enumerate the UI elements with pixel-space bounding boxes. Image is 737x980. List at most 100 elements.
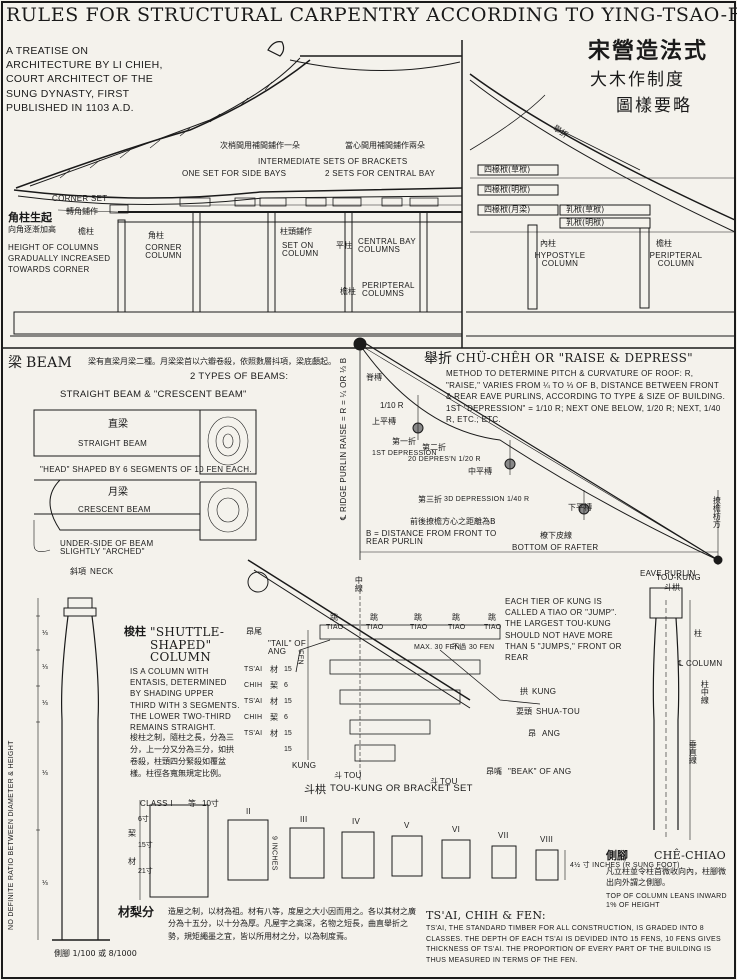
beam-head-note: "Head" shaped by 6 segments of 10 fen ea… bbox=[40, 465, 252, 474]
side-cjk-1: 柱中線 bbox=[700, 680, 710, 704]
beam-title: Beam bbox=[26, 355, 73, 371]
toukung-tiao-4: Tiao bbox=[448, 624, 466, 631]
class-roman-5: V bbox=[404, 821, 410, 830]
elev-peripteral-cjk: 檐柱 bbox=[340, 287, 356, 296]
elev-intermediate-label: Intermediate sets of brackets bbox=[258, 157, 408, 166]
toukung-tiao-cjk-4: 跳 bbox=[452, 613, 460, 622]
shuttle-third-1: ⅓ bbox=[42, 630, 48, 637]
toukung-kung-cjk: 拱 bbox=[520, 687, 528, 696]
raise-rafter-label: Bottom of rafter bbox=[512, 543, 599, 552]
raise-eave-label: Eave purlin bbox=[640, 569, 696, 578]
section-beam-label-4: 乳栿(明栿) bbox=[566, 218, 605, 227]
toukung-tiao-cjk-1: 跳 bbox=[330, 613, 338, 622]
toukung-side-cjk-1: 材 bbox=[270, 665, 278, 674]
shuttle-column-drawing bbox=[36, 597, 110, 941]
beam-neck-cjk: 斜項 bbox=[70, 567, 86, 576]
class-label: Class I bbox=[140, 799, 173, 808]
elev-cjk-side-bay: 次梢間用補間鋪作一朵 bbox=[220, 141, 300, 150]
toukung-height-1: 15 bbox=[284, 666, 292, 673]
toukung-side-3: Ts'ai bbox=[244, 698, 263, 705]
elev-set-on-label: Set on column bbox=[282, 241, 319, 259]
beam-crescent-label: Crescent beam bbox=[78, 505, 151, 514]
class-size-1: 6寸 bbox=[138, 816, 149, 823]
raise-r-tenth: 1/10 R bbox=[380, 401, 404, 410]
section-peripteral-cjk: 檐柱 bbox=[656, 239, 672, 248]
toukung-height-5: 15 bbox=[284, 730, 292, 737]
elevation-drawing bbox=[10, 41, 463, 337]
toukung-side-cjk-3: 材 bbox=[270, 697, 278, 706]
elev-corner-cjk: 轉角鋪作 bbox=[66, 207, 98, 216]
toukung-drawing bbox=[247, 559, 541, 780]
raise-second-cjk: 第二折 bbox=[422, 443, 446, 452]
chinese-subtitle-2: 圖樣要略 bbox=[616, 96, 692, 116]
toukung-shua-cjk: 耍頭 bbox=[516, 707, 532, 716]
toukung-caption-cjk: 斗栱 bbox=[304, 783, 326, 796]
side-cjk-note: 凡立柱並令柱首微收向內，柱腳微出向外謂之側腳。 bbox=[606, 867, 726, 888]
beam-title-cjk: 梁 bbox=[8, 355, 22, 371]
class-ts-cjk: 材 bbox=[128, 857, 136, 866]
class-size-2: 15寸 bbox=[138, 842, 153, 849]
beam-straight-label: Straight beam bbox=[78, 439, 148, 448]
raise-third-en: 3d depression 1/40 R bbox=[444, 496, 530, 503]
class-dim-9in: 9 inches bbox=[270, 836, 278, 871]
class-roman-7: VII bbox=[498, 831, 509, 840]
beam-drawing bbox=[33, 409, 257, 552]
toukung-shua-label: Shua-tou bbox=[536, 707, 581, 716]
toukung-center-cjk: 中線 bbox=[354, 576, 364, 592]
toukung-fen30b: 不過 30 fen bbox=[452, 644, 495, 651]
raise-method: Method to determine pitch & curvature of… bbox=[446, 369, 726, 425]
toukung-ang-cjk: 昂 bbox=[528, 729, 536, 738]
toukung-note: Each tier of kung is called a tiao or "j… bbox=[505, 597, 622, 662]
section-beam-label-2: 四椽栿(明栿) bbox=[484, 185, 531, 194]
class-sections bbox=[139, 800, 566, 900]
toukung-tou-label-2: Tou bbox=[440, 777, 458, 786]
side-column-cjk: 柱 bbox=[694, 629, 702, 638]
shuttle-ratio-note: No definite ratio between diameter & hei… bbox=[8, 740, 15, 930]
class-cjk-text: 造屋之制，以材為祖。材有八等，度屋之大小因而用之。各以其材之廣分為十五分，以十分… bbox=[168, 907, 416, 941]
toukung-tou-cjk-2: 斗 bbox=[430, 777, 438, 786]
section-beam-label-3: 乳栿(草栿) bbox=[566, 205, 605, 214]
beam-crescent-cjk: 月梁 bbox=[108, 487, 128, 498]
toukung-height-4: 6 bbox=[284, 714, 288, 721]
chinese-title: 宋營造法式 bbox=[588, 39, 709, 64]
side-cjk-2: 垂直線 bbox=[688, 740, 698, 764]
class-title-en: Ts'ai, Chih & Fen: bbox=[426, 909, 546, 922]
toukung-side-2: Chih bbox=[244, 682, 263, 689]
class-roman-4: IV bbox=[352, 817, 361, 826]
toukung-tiao-5: Tiao bbox=[484, 624, 502, 631]
class-cjk: 等 bbox=[188, 799, 196, 808]
raise-drawing bbox=[353, 337, 723, 565]
raise-first-cjk: 上平槫 bbox=[372, 417, 396, 426]
toukung-tiao-cjk-3: 跳 bbox=[414, 613, 422, 622]
section-peripteral-label: Peripteral column bbox=[649, 251, 703, 269]
toukung-kung-lower: Kung bbox=[292, 761, 317, 770]
raise-title: Chü-chêh or "Raise & Depress" bbox=[456, 351, 693, 365]
raise-first-en: 1st depression bbox=[372, 450, 437, 457]
section-hypostyle-cjk: 內柱 bbox=[540, 239, 556, 248]
toukung-height-2: 6 bbox=[284, 682, 288, 689]
toukung-tou-cjk-1: 斗 bbox=[334, 771, 342, 780]
toukung-tiao-1: Tiao bbox=[326, 624, 344, 631]
shuttle-cjk-desc: 梭柱之制，隨柱之長，分為三分，上一分又分為三分，如拱卷殺，柱頭四分緊殺如覆盆樣。… bbox=[130, 733, 234, 778]
podium bbox=[13, 311, 463, 335]
elev-corner-set-label: Corner set bbox=[52, 194, 108, 203]
class-roman-6: VI bbox=[452, 825, 461, 834]
shuttle-title-cjk: 梭柱 bbox=[124, 625, 146, 638]
toukung-tiao-3: Tiao bbox=[410, 624, 428, 631]
elev-column-cjk: 檐柱 bbox=[78, 227, 94, 236]
toukung-fen30: Max. 30 Fen bbox=[414, 644, 461, 651]
elev-corner-column-label: Corner column bbox=[145, 243, 182, 261]
toukung-side-1: Ts'ai bbox=[244, 666, 263, 673]
shuttle-third-3: ⅓ bbox=[42, 700, 48, 707]
class-dim-4half: 4½ 寸 inches (R Sung foot) bbox=[570, 862, 680, 869]
toukung-kung-label: Kung bbox=[532, 687, 557, 696]
toukung-caption: Tou-kung or Bracket Set bbox=[330, 783, 473, 794]
toukung-beak-cjk: 昂嘴 bbox=[486, 767, 502, 776]
class-roman-8: VIII bbox=[540, 835, 554, 844]
raise-b-cjk: 前後撩檐方心之距離為B bbox=[410, 517, 496, 526]
beam-underside-note: Under-side of beam slightly "arched" bbox=[60, 539, 154, 557]
toukung-tiao-cjk-2: 跳 bbox=[370, 613, 378, 622]
